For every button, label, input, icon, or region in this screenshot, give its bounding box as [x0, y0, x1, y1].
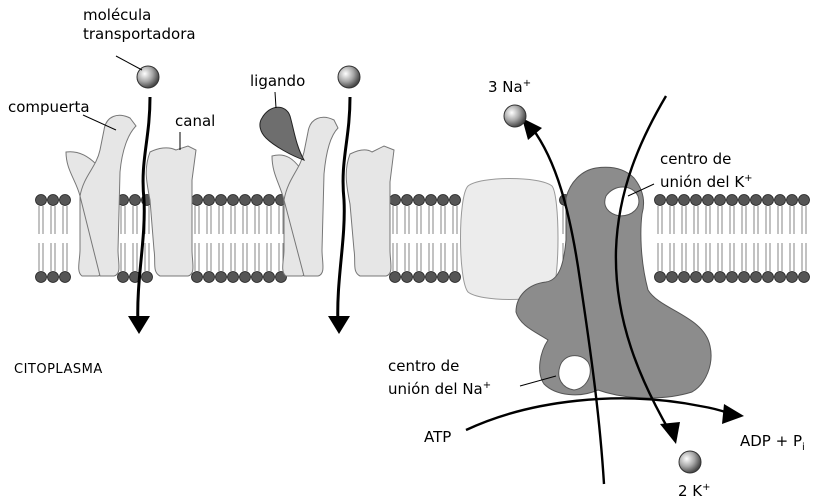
lipid-head [36, 272, 47, 283]
lipid-head [450, 272, 461, 283]
cytoplasm-label: CITOPLASMA [14, 360, 103, 379]
lipid-head [414, 272, 425, 283]
sodium-out-charge: + [523, 78, 531, 89]
lipid-head [48, 272, 59, 283]
lipid-head [48, 195, 59, 206]
carrier-molecule-label: molécula transportadora [83, 6, 196, 44]
potassium-in-text: 2 K [678, 482, 702, 500]
lipid-head [60, 272, 71, 283]
light-channel-protein [461, 179, 559, 300]
sodium-out-label: 3 Na+ [488, 74, 531, 97]
lipid-head [679, 272, 690, 283]
lipid-head [667, 195, 678, 206]
down-arrow-icon [328, 316, 350, 334]
lipid-head [799, 272, 810, 283]
lipid-head [787, 195, 798, 206]
lipid-head [775, 195, 786, 206]
lipid-head [426, 195, 437, 206]
potassium-site-charge: + [744, 173, 752, 184]
lipid-head [703, 272, 714, 283]
potassium-site-line1: centro de [660, 150, 753, 169]
lipid-head [240, 272, 251, 283]
lipid-head [715, 195, 726, 206]
sodium-out-text: 3 Na [488, 78, 523, 96]
atp-label: ATP [424, 428, 451, 447]
lipid-head [763, 272, 774, 283]
sodium-site-charge: + [483, 380, 491, 391]
lipid-head [204, 272, 215, 283]
lipid-head [192, 195, 203, 206]
sodium-ion-ball [504, 105, 526, 127]
lipid-head [390, 195, 401, 206]
lipid-head [390, 272, 401, 283]
lipid-head [775, 272, 786, 283]
ligand-label: ligando [250, 72, 305, 91]
lipid-head [655, 195, 666, 206]
adp-subscript: i [802, 442, 805, 453]
lipid-head [36, 195, 47, 206]
right-arrow-icon [722, 404, 744, 424]
potassium-in-charge: + [702, 482, 710, 493]
lipid-head [204, 195, 215, 206]
lipid-head [228, 195, 239, 206]
sodium-site-line2: unión del Na [388, 380, 483, 398]
lipid-head [192, 272, 203, 283]
lipid-head [727, 195, 738, 206]
lipid-head [799, 195, 810, 206]
lipid-head [691, 195, 702, 206]
lipid-head [118, 272, 129, 283]
potassium-site-line2: unión del K [660, 173, 744, 191]
lipid-head [450, 195, 461, 206]
lipid-head [414, 195, 425, 206]
sodium-site-line1: centro de [388, 357, 491, 376]
lipid-head [130, 195, 141, 206]
lipid-head [763, 195, 774, 206]
lipid-head [60, 195, 71, 206]
lipid-head [252, 272, 263, 283]
lipid-head [715, 272, 726, 283]
sodium-site-label: centro de unión del Na+ [388, 357, 491, 399]
gate-label: compuerta [8, 98, 90, 117]
leader-line [116, 56, 142, 70]
lipid-head [727, 272, 738, 283]
lipid-head [402, 195, 413, 206]
lipid-head [216, 272, 227, 283]
ligand-shape [260, 107, 304, 160]
lipid-head [691, 272, 702, 283]
carrier-label-line1: molécula [83, 6, 196, 25]
lipid-head [142, 272, 153, 283]
lipid-head [426, 272, 437, 283]
lipid-head [228, 272, 239, 283]
adp-label: ADP + Pi [740, 432, 805, 457]
adp-text: ADP + P [740, 432, 802, 450]
potassium-ion-ball [679, 451, 701, 473]
lipid-head [216, 195, 227, 206]
down-arrow-icon [128, 316, 150, 334]
lipid-head [264, 195, 275, 206]
lipid-head [240, 195, 251, 206]
down-arrow-icon [660, 422, 680, 444]
lipid-head [679, 195, 690, 206]
lipid-head [787, 272, 798, 283]
gated-channel-left [66, 115, 196, 276]
lipid-head [739, 195, 750, 206]
leader-line [275, 92, 276, 108]
lipid-head [252, 195, 263, 206]
lipid-head [655, 272, 666, 283]
potassium-site-label: centro de unión del K+ [660, 150, 753, 192]
channel-label: canal [175, 112, 215, 131]
lipid-head [402, 272, 413, 283]
lipid-head [751, 195, 762, 206]
carrier-molecule-ball [338, 66, 360, 88]
lipid-head [667, 272, 678, 283]
lipid-head [703, 195, 714, 206]
lipid-head [438, 195, 449, 206]
lipid-head [739, 272, 750, 283]
lipid-head [438, 272, 449, 283]
lipid-head [751, 272, 762, 283]
lipid-head [264, 272, 275, 283]
ligand-gated-channel [260, 107, 394, 276]
carrier-label-line2: transportadora [83, 25, 196, 44]
